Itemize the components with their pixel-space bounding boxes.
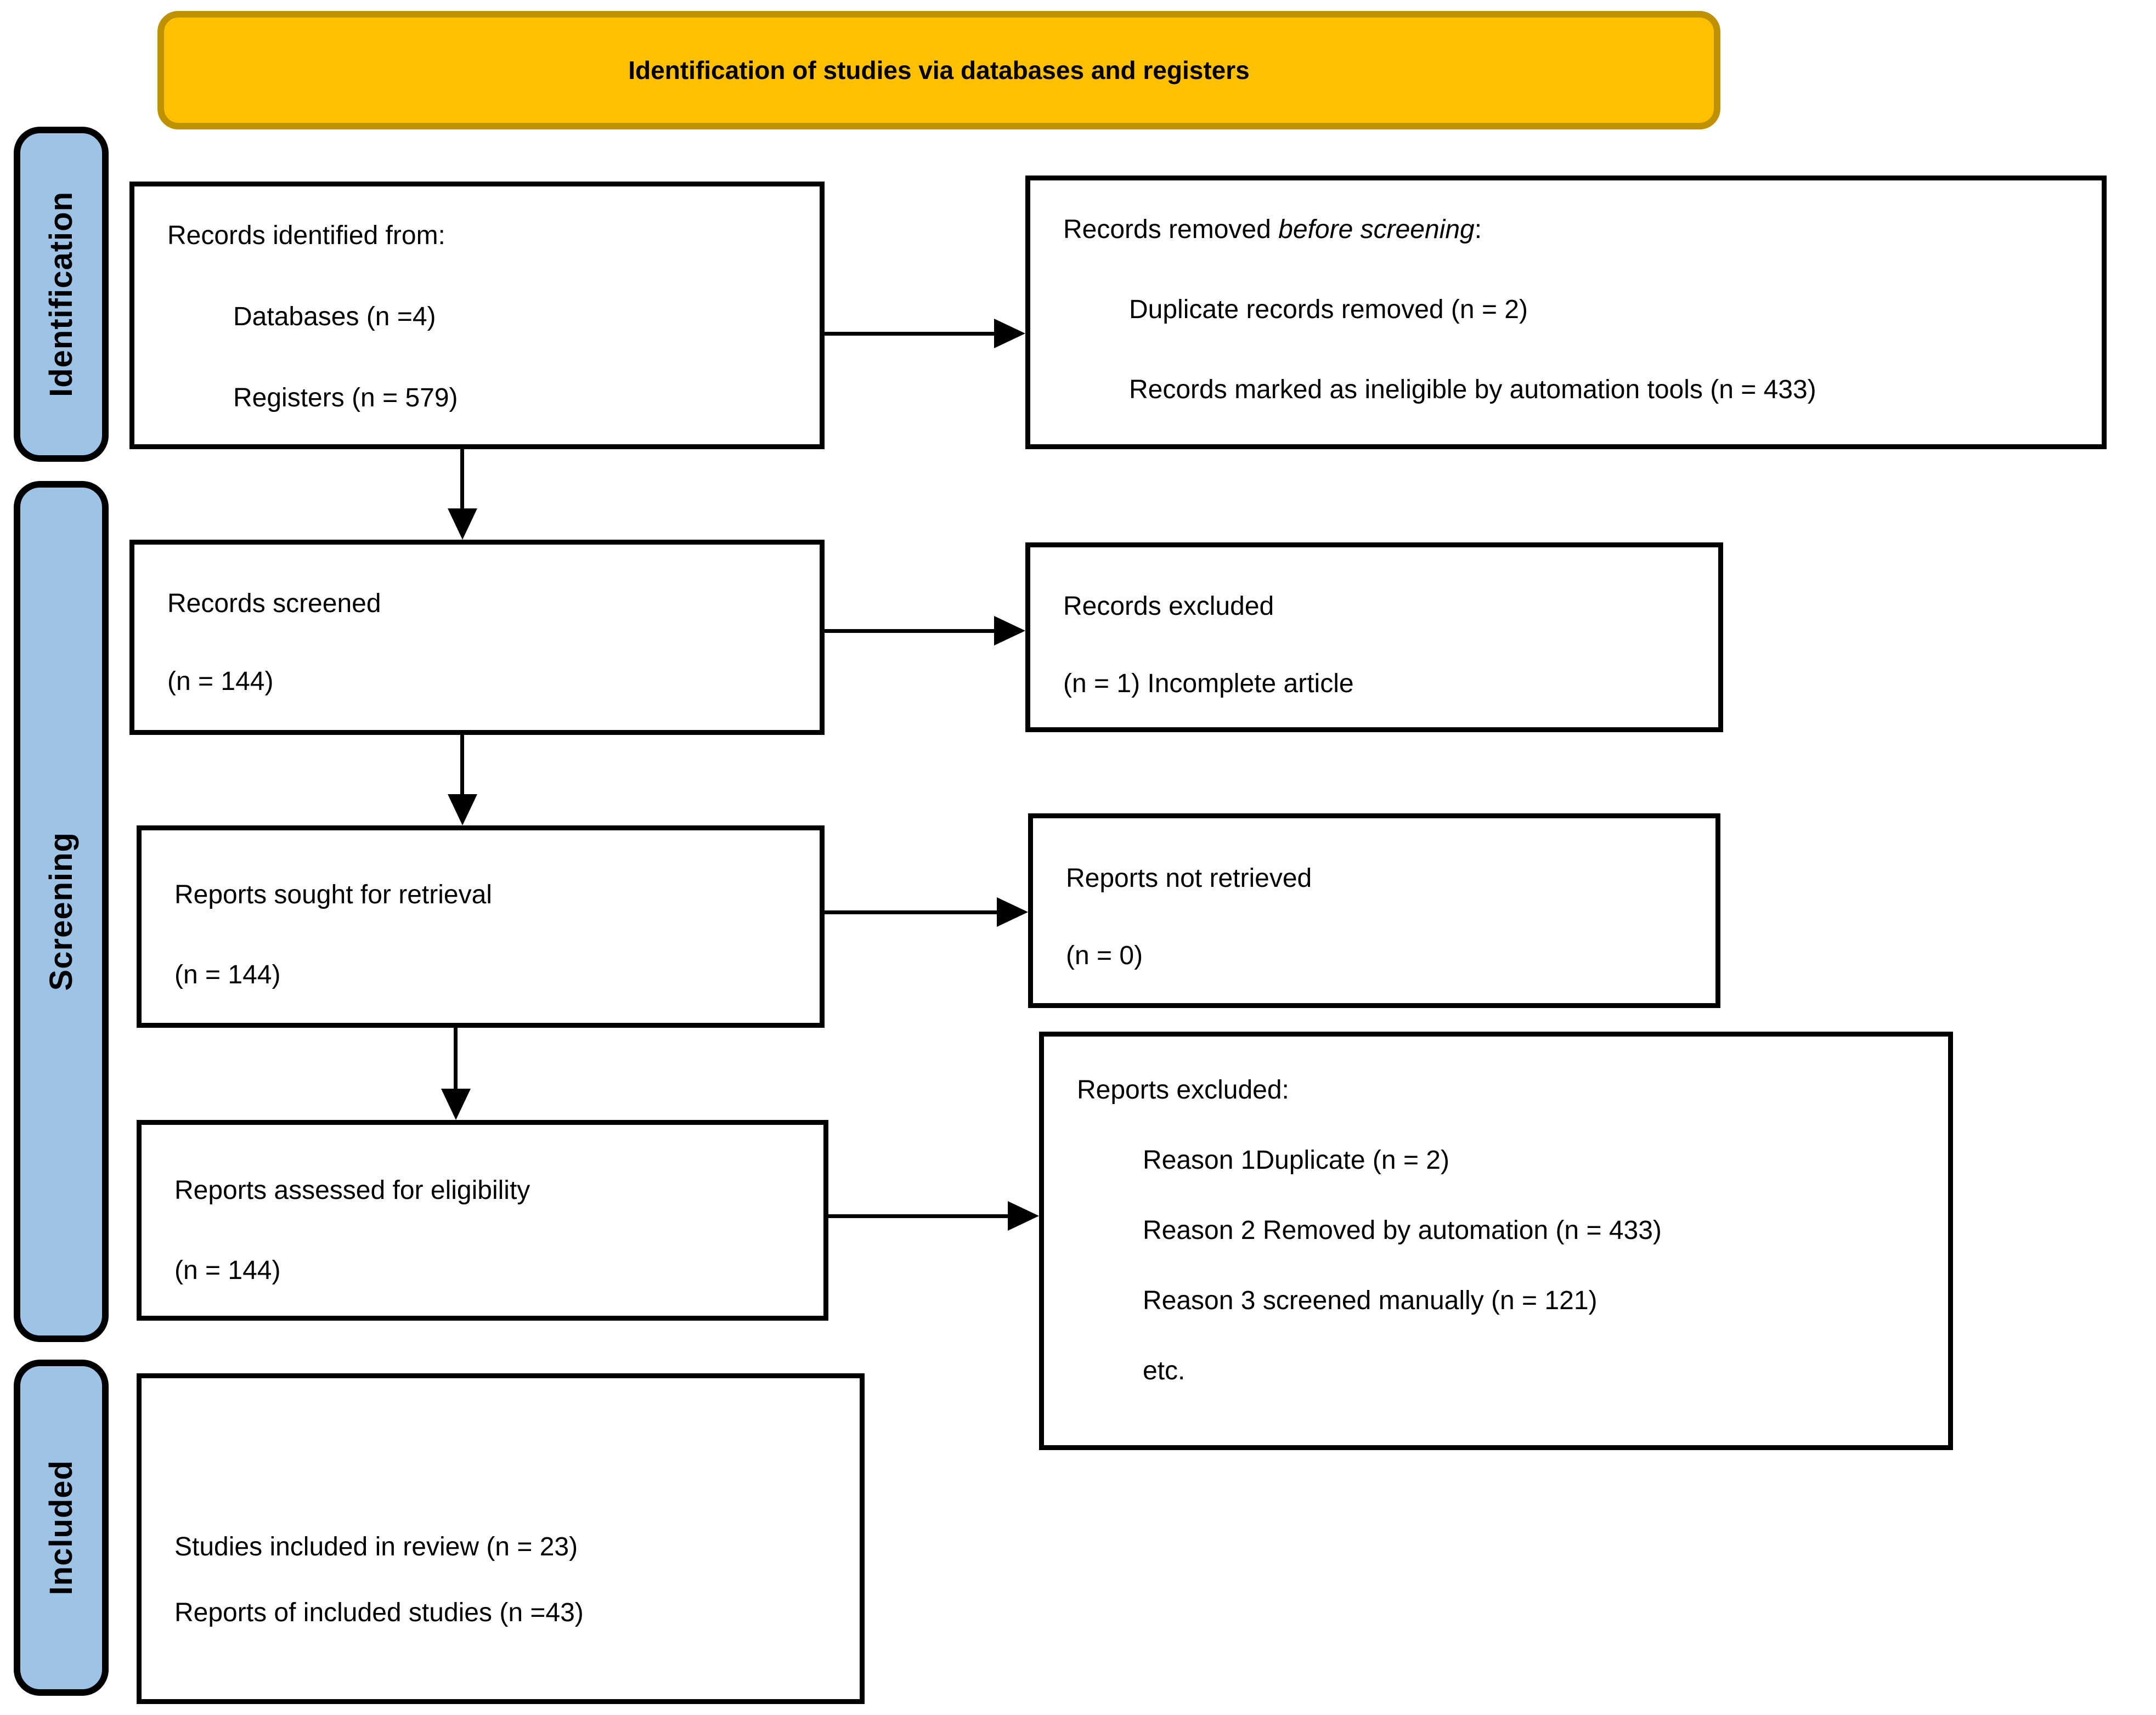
- arrow-sought-to-assessed-shaft: [454, 1028, 458, 1091]
- records-removed-prefix: Records removed: [1063, 215, 1279, 244]
- box-records-excluded: Records excluded (n = 1) Incomplete arti…: [1025, 542, 1723, 732]
- box-line: Databases (n =4): [233, 302, 436, 331]
- phase-screening: Screening: [14, 481, 109, 1342]
- arrow-assessed-to-excluded-head: [1008, 1201, 1039, 1231]
- box-line: (n = 144): [174, 960, 281, 989]
- box-line: Studies included in review (n = 23): [174, 1532, 578, 1561]
- banner: Identification of studies via databases …: [157, 11, 1720, 129]
- phase-included-label: Included: [43, 1460, 79, 1595]
- box-line: Reports sought for retrieval: [174, 880, 492, 909]
- box-studies-included: Studies included in review (n = 23) Repo…: [137, 1373, 865, 1704]
- arrow-screened-to-excluded-head: [994, 616, 1025, 646]
- records-removed-italic: before screening: [1278, 215, 1475, 244]
- arrow-identified-to-screened-shaft: [460, 449, 464, 511]
- phase-identification: Identification: [14, 127, 109, 462]
- arrow-identified-to-removed-head: [994, 319, 1025, 348]
- box-reports-not-retrieved: Reports not retrieved (n = 0): [1028, 813, 1720, 1008]
- box-reports-assessed: Reports assessed for eligibility (n = 14…: [137, 1120, 828, 1321]
- phase-identification-label: Identification: [43, 191, 79, 397]
- box-line: (n = 0): [1066, 941, 1143, 970]
- box-line: Reports not retrieved: [1066, 864, 1312, 893]
- box-records-screened: Records screened (n = 144): [129, 540, 825, 735]
- box-line: Reports assessed for eligibility: [174, 1176, 530, 1205]
- box-line: Registers (n = 579): [233, 383, 458, 412]
- box-reports-excluded-reasons: Reports excluded: Reason 1Duplicate (n =…: [1039, 1032, 1953, 1450]
- box-records-removed: Records removed before screening: Duplic…: [1025, 176, 2107, 449]
- box-line: Reason 3 screened manually (n = 121): [1143, 1286, 1598, 1315]
- arrow-assessed-to-excluded-shaft: [828, 1214, 1009, 1218]
- box-line: Records excluded: [1063, 592, 1274, 621]
- phase-screening-label: Screening: [43, 832, 79, 991]
- arrow-sought-to-assessed-head: [441, 1089, 471, 1120]
- arrow-screened-to-sought-head: [448, 794, 477, 825]
- box-line: Records screened: [167, 589, 381, 618]
- phase-included: Included: [14, 1360, 109, 1696]
- box-records-identified: Records identified from: Databases (n =4…: [129, 182, 825, 449]
- banner-title: Identification of studies via databases …: [628, 56, 1250, 84]
- box-line: Reason 2 Removed by automation (n = 433): [1143, 1216, 1662, 1245]
- box-line: Records identified from:: [167, 221, 445, 250]
- arrow-sought-to-not-retrieved-shaft: [825, 910, 998, 914]
- box-line: (n = 144): [167, 667, 274, 696]
- box-line: (n = 1) Incomplete article: [1063, 669, 1354, 698]
- box-line: Reports excluded:: [1077, 1076, 1289, 1105]
- box-line: Reason 1Duplicate (n = 2): [1143, 1146, 1449, 1175]
- arrow-screened-to-excluded-shaft: [825, 629, 996, 633]
- arrow-screened-to-sought-shaft: [460, 735, 464, 796]
- box-line: Records removed before screening:: [1063, 214, 2091, 245]
- arrow-sought-to-not-retrieved-head: [997, 897, 1028, 927]
- records-removed-suffix: :: [1474, 215, 1482, 244]
- box-line: Records marked as ineligible by automati…: [1129, 375, 1816, 404]
- box-line: etc.: [1143, 1356, 1186, 1385]
- box-reports-sought: Reports sought for retrieval (n = 144): [137, 825, 825, 1028]
- arrow-identified-to-screened-head: [448, 508, 477, 540]
- box-line: Reports of included studies (n =43): [174, 1598, 584, 1627]
- arrow-identified-to-removed-shaft: [825, 332, 996, 336]
- box-line: (n = 144): [174, 1256, 281, 1285]
- box-line: Duplicate records removed (n = 2): [1129, 295, 1528, 324]
